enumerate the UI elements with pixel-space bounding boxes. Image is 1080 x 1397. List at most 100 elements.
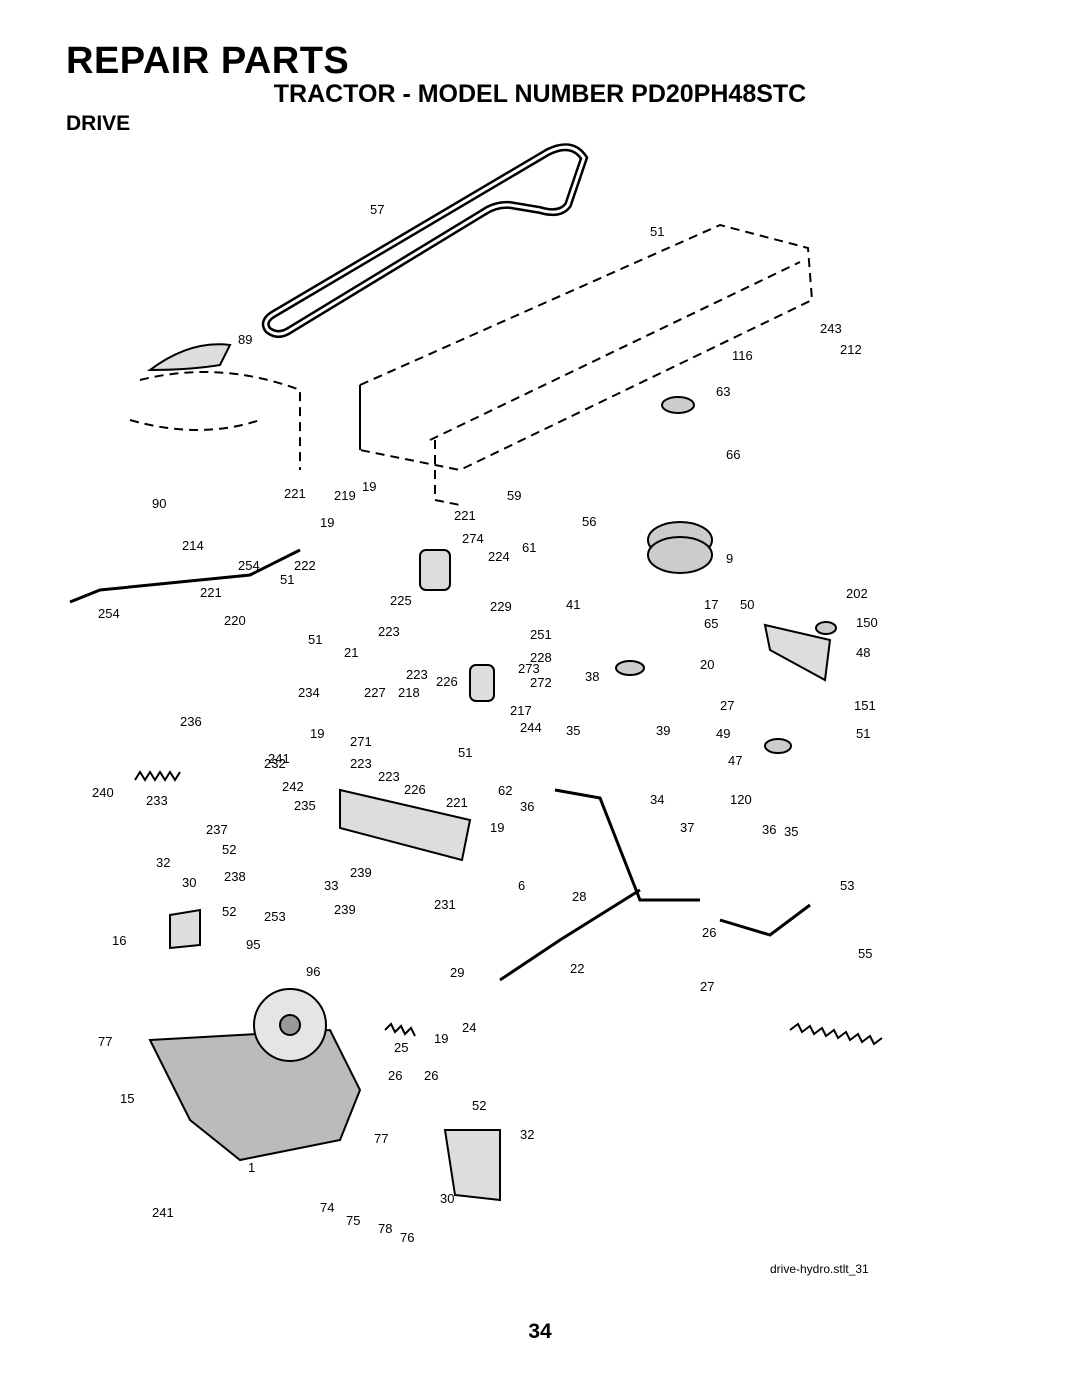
callout: 273 (518, 661, 540, 676)
callout: 74 (320, 1200, 334, 1215)
callout: 240 (92, 785, 114, 800)
callout: 243 (820, 321, 842, 336)
callout: 35 (784, 824, 798, 839)
callout: 217 (510, 703, 532, 718)
callout: 234 (298, 685, 320, 700)
callout: 251 (530, 627, 552, 642)
callout: 26 (388, 1068, 402, 1083)
callout: 16 (112, 933, 126, 948)
callout: 51 (856, 726, 870, 741)
electric-clutch (615, 396, 837, 754)
callout: 214 (182, 538, 204, 553)
drive-belt (261, 143, 589, 338)
callout: 52 (472, 1098, 486, 1113)
callout: 53 (840, 878, 854, 893)
callout: 202 (846, 586, 868, 601)
callout: 22 (570, 961, 584, 976)
callout: 75 (346, 1213, 360, 1228)
callout: 238 (224, 869, 246, 884)
callout: 236 (180, 714, 202, 729)
callout: 227 (364, 685, 386, 700)
callout: 253 (264, 909, 286, 924)
callout: 32 (520, 1127, 534, 1142)
callout: 218 (398, 685, 420, 700)
callout: 47 (728, 753, 742, 768)
callout: 51 (650, 224, 664, 239)
callout: 19 (320, 515, 334, 530)
callout: 254 (98, 606, 120, 621)
callout: 220 (224, 613, 246, 628)
callout: 116 (732, 348, 753, 363)
callout: 38 (585, 669, 599, 684)
callout: 24 (462, 1020, 476, 1035)
callout: 254 (238, 558, 260, 573)
callout: 33 (324, 878, 338, 893)
callout: 233 (146, 793, 168, 808)
callout: 237 (206, 822, 228, 837)
callout: 120 (730, 792, 752, 807)
callout: 212 (840, 342, 862, 357)
callout: 51 (458, 745, 472, 760)
callout: 6 (518, 878, 525, 893)
callout: 27 (720, 698, 734, 713)
callout: 1 (248, 1160, 255, 1175)
callout: 49 (716, 726, 730, 741)
callout: 232 (264, 756, 286, 771)
callout: 271 (350, 734, 372, 749)
callout: 51 (280, 572, 294, 587)
callout: 90 (152, 496, 166, 511)
callout: 95 (246, 937, 260, 952)
callout: 225 (390, 593, 412, 608)
callout: 274 (462, 531, 484, 546)
callout: 223 (350, 756, 372, 771)
callout: 62 (498, 783, 512, 798)
pedal-linkage (146, 343, 832, 862)
callout: 219 (334, 488, 356, 503)
callout: 15 (120, 1091, 134, 1106)
section-heading: DRIVE (66, 112, 131, 135)
callout: 89 (238, 332, 252, 347)
callout: 28 (572, 889, 586, 904)
callout: 36 (520, 799, 534, 814)
figure-id: drive-hydro.stlt_31 (770, 1262, 869, 1276)
callout: 17 (704, 597, 718, 612)
callout: 224 (488, 549, 510, 564)
callout: 26 (424, 1068, 438, 1083)
springs (134, 770, 883, 1046)
callout: 50 (740, 597, 754, 612)
callout: 221 (446, 795, 468, 810)
callout: 19 (310, 726, 324, 741)
callout: 37 (680, 820, 694, 835)
callout: 221 (284, 486, 306, 501)
callout: 223 (378, 624, 400, 639)
callout: 228 (530, 650, 552, 665)
transaxle (148, 908, 501, 1202)
callout: 150 (856, 615, 878, 630)
callout: 272 (530, 675, 552, 690)
callout: 52 (222, 842, 236, 857)
callout: 56 (582, 514, 596, 529)
callout: 151 (854, 698, 876, 713)
callout: 66 (726, 447, 740, 462)
callout: 244 (520, 720, 542, 735)
callout: 242 (282, 779, 304, 794)
callout: 57 (370, 202, 384, 217)
callout: 221 (454, 508, 476, 523)
callout: 226 (404, 782, 426, 797)
callout: 239 (350, 865, 372, 880)
part-callouts: 57 51 243 212 116 89 63 66 90 221 219 19… (92, 202, 878, 1245)
callout: 77 (98, 1034, 112, 1049)
callout: 63 (716, 384, 730, 399)
callout: 65 (704, 616, 718, 631)
callout: 36 (762, 822, 776, 837)
callout: 27 (700, 979, 714, 994)
callout: 32 (156, 855, 170, 870)
callout: 41 (566, 597, 580, 612)
callout: 226 (436, 674, 458, 689)
callout: 221 (200, 585, 222, 600)
callout: 96 (306, 964, 320, 979)
callout: 55 (858, 946, 872, 961)
callout: 21 (344, 645, 358, 660)
callout: 19 (362, 479, 376, 494)
callout: 48 (856, 645, 870, 660)
